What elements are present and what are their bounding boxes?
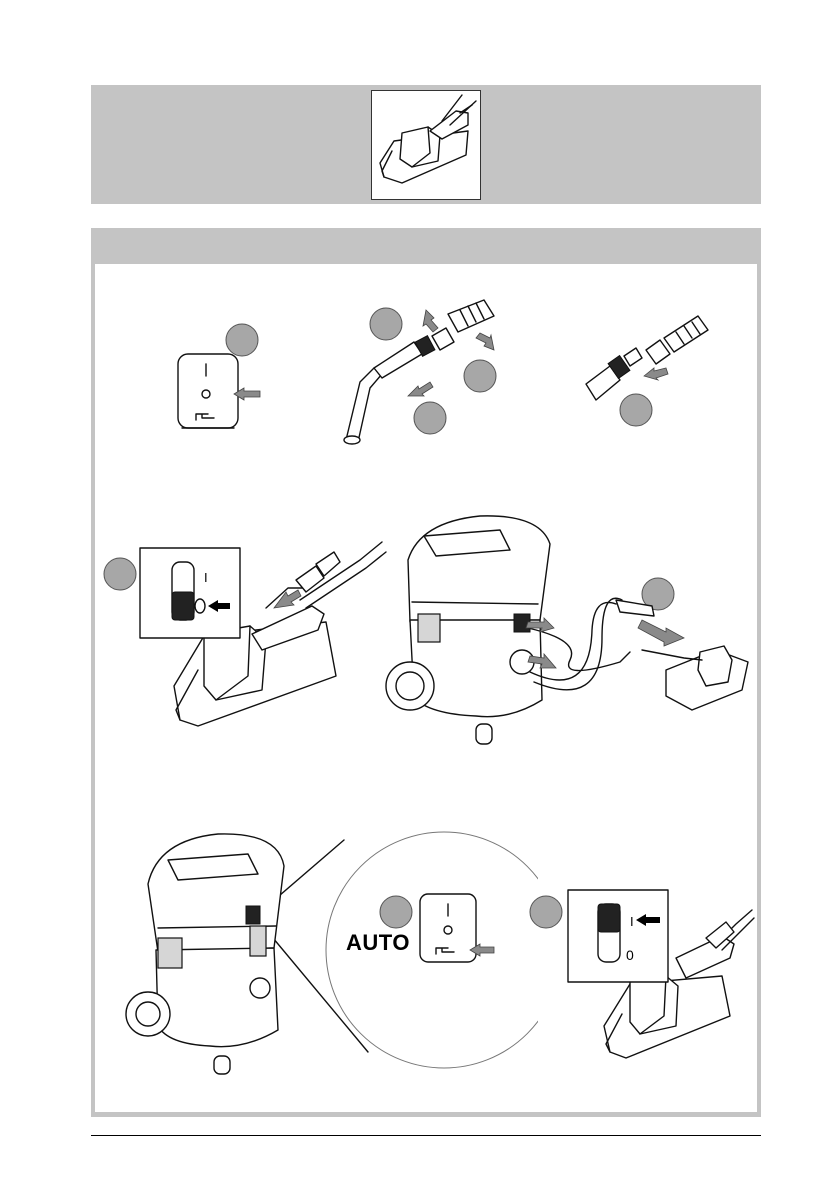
svg-text:I: I [630,914,634,929]
auto-mode-label: AUTO [346,930,410,956]
tool-switch-on-icon: I 0 [526,888,756,1068]
hose-disconnect-icon [330,292,510,452]
svg-text:0: 0 [626,947,634,963]
vacuum-connect-tool-icon [380,510,760,758]
footer-rule [91,1135,761,1136]
sander-thumbnail [371,90,481,200]
vacuum-auto-mode-icon [118,830,538,1085]
sander-thumbnail-icon [372,91,480,199]
adapter-connect-icon [580,310,710,428]
mode-switch-press-icon [170,318,280,436]
tool-switch-off-icon: I [100,530,390,730]
svg-text:I: I [204,570,208,585]
